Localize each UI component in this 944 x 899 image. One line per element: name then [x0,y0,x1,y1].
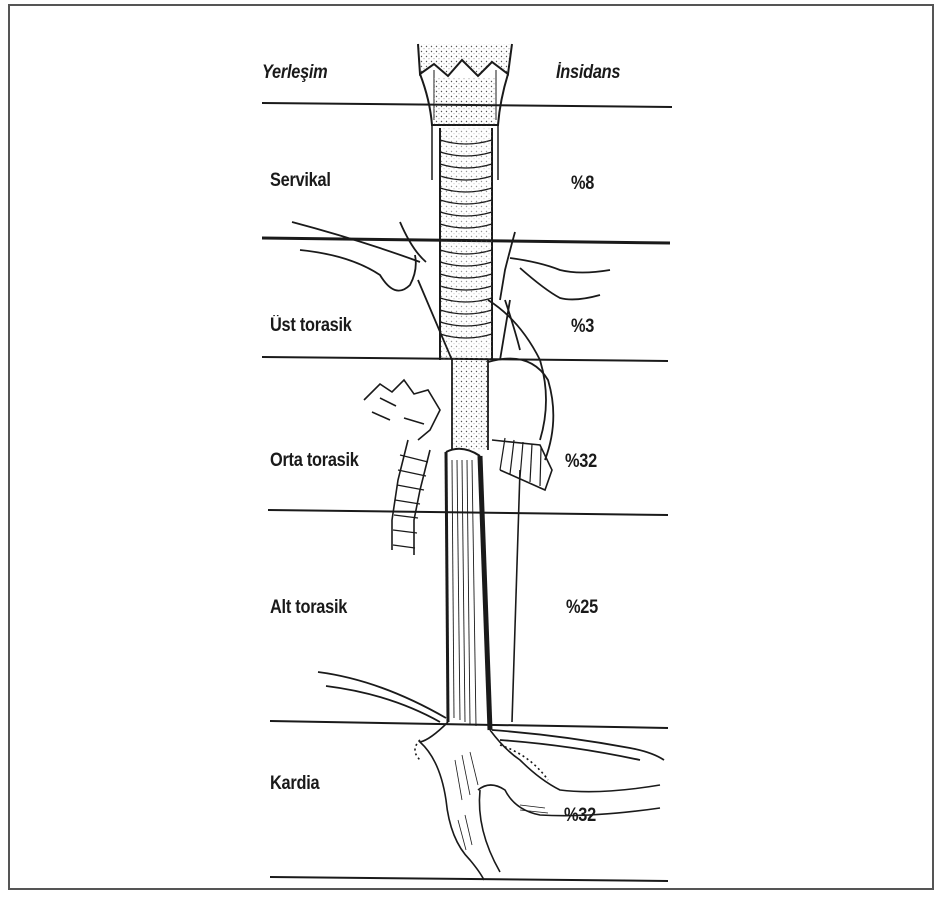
region-incidence-alt-torasik: %25 [566,597,598,619]
esophagus-lower [446,449,520,730]
aortic-arch [488,300,553,460]
region-location-ust-torasik: Üst torasik [270,315,352,337]
region-incidence-servikal: %8 [571,173,594,195]
header-incidence-label: İnsidans [556,62,620,84]
region-location-alt-torasik: Alt torasik [270,597,347,619]
right-bronchus [492,438,552,490]
header-location-label: Yerleşim [262,62,327,84]
trachea [440,128,492,360]
region-incidence-orta-torasik: %32 [565,451,597,473]
region-location-orta-torasik: Orta torasik [270,450,359,472]
region-location-kardia: Kardia [270,773,319,795]
stomach-cardia [415,722,660,880]
divider-alt-kardia [270,721,668,728]
region-incidence-ust-torasik: %3 [571,316,594,338]
left-bronchus [364,380,440,555]
region-incidence-kardia: %32 [564,805,596,827]
region-location-servikal: Servikal [270,170,331,192]
divider-bottom [270,877,668,881]
